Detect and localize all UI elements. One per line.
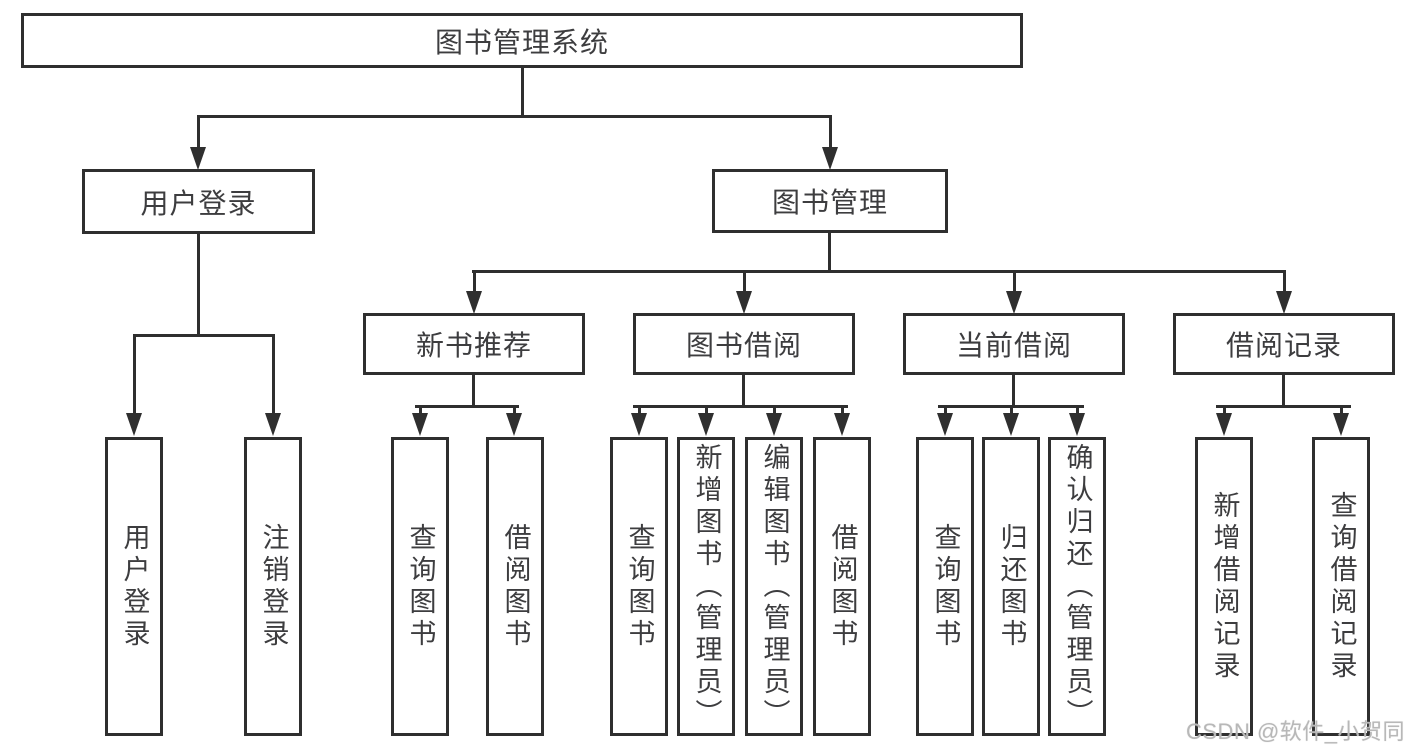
node-library-management-system: 图书管理系统 (21, 13, 1023, 68)
node-label: 借阅记录 (1225, 330, 1342, 361)
connector-borrow-stem (742, 375, 745, 408)
connector-arrow-shaft (272, 334, 275, 416)
arrow-down-icon (766, 413, 782, 436)
leaf-borrow-borrow-book: 借阅图书 (813, 437, 871, 736)
csdn-watermark: CSDN @软件_小贺同学 (1186, 719, 1405, 744)
connector-arrow-shaft (829, 115, 832, 151)
leaf-user-login: 用户登录 (105, 437, 163, 736)
connector-newbook-stem (472, 375, 475, 408)
node-label: 查询借阅记录 (1326, 490, 1357, 683)
connector-root-hline (197, 115, 832, 118)
connector-arrow-shaft (944, 405, 947, 417)
connector-arrow-shaft (513, 405, 516, 417)
leaf-current-query-book: 查询图书 (916, 437, 974, 736)
connector-arrow-shaft (1283, 270, 1286, 296)
leaf-borrow-query-book: 查询图书 (610, 437, 668, 736)
node-label: 图书管理系统 (434, 26, 609, 58)
arrow-down-icon (1216, 413, 1232, 436)
node-label: 查询图书 (624, 522, 655, 651)
arrow-down-icon (506, 413, 522, 436)
node-label: 新增借阅记录 (1209, 490, 1240, 683)
node-label: 借阅图书 (827, 522, 858, 651)
leaf-record-query-borrow-record: 查询借阅记录 (1312, 437, 1370, 736)
arrow-down-icon (631, 413, 647, 436)
node-label: 用户登录 (140, 187, 257, 219)
arrow-down-icon (1333, 413, 1349, 436)
connector-record-hline (1216, 405, 1351, 408)
arrow-down-icon (834, 413, 850, 436)
arrow-down-icon (1276, 291, 1292, 314)
connector-arrow-shaft (1340, 405, 1343, 417)
connector-mgmt-stem (828, 233, 831, 273)
connector-arrow-shaft (1013, 270, 1016, 296)
node-label: 注销登录 (258, 522, 289, 651)
arrow-down-icon (126, 413, 142, 436)
connector-newbook-hline (415, 405, 519, 408)
connector-borrow-hline (633, 405, 848, 408)
node-borrow-record: 借阅记录 (1173, 313, 1395, 375)
node-label: 借阅图书 (500, 522, 531, 651)
arrow-down-icon (822, 147, 838, 170)
connector-arrow-shaft (705, 405, 708, 417)
leaf-borrow-add-book-admin: 新增图书（管理员） (677, 437, 735, 736)
node-label: 归还图书 (996, 522, 1027, 651)
connector-arrow-shaft (1010, 405, 1013, 417)
leaf-logout: 注销登录 (244, 437, 302, 736)
leaf-newbook-borrow-book: 借阅图书 (486, 437, 544, 736)
arrow-down-icon (466, 291, 482, 314)
node-new-book-recommend: 新书推荐 (363, 313, 585, 375)
node-book-management: 图书管理 (712, 169, 948, 233)
arrow-down-icon (190, 147, 206, 170)
connector-arrow-shaft (419, 405, 422, 417)
node-label: 图书管理 (771, 187, 888, 218)
node-label: 新书推荐 (415, 330, 532, 361)
node-label: 新增图书（管理员） (691, 442, 722, 731)
node-label: 用户登录 (119, 522, 150, 651)
connector-arrow-shaft (1223, 405, 1226, 417)
connector-arrow-shaft (773, 405, 776, 417)
connector-arrow-shaft (1076, 405, 1079, 417)
node-user-login: 用户登录 (82, 169, 315, 234)
connector-arrow-shaft (841, 405, 844, 417)
leaf-record-add-borrow-record: 新增借阅记录 (1195, 437, 1253, 736)
arrow-down-icon (412, 413, 428, 436)
arrow-down-icon (265, 413, 281, 436)
node-label: 当前借阅 (955, 330, 1072, 361)
arrow-down-icon (1069, 413, 1085, 436)
arrow-down-icon (937, 413, 953, 436)
connector-record-stem (1282, 375, 1285, 408)
connector-current-stem (1012, 375, 1015, 408)
node-label: 确认归还（管理员） (1062, 442, 1093, 731)
connector-arrow-shaft (197, 115, 200, 151)
connector-root-stem (521, 68, 524, 118)
connector-login-hline (133, 334, 275, 337)
arrow-down-icon (736, 291, 752, 314)
connector-arrow-shaft (638, 405, 641, 417)
node-label: 编辑图书（管理员） (759, 442, 790, 731)
arrow-down-icon (1003, 413, 1019, 436)
arrow-down-icon (1006, 291, 1022, 314)
connector-arrow-shaft (133, 334, 136, 416)
leaf-current-confirm-return-admin: 确认归还（管理员） (1048, 437, 1106, 736)
node-label: 查询图书 (930, 522, 961, 651)
leaf-current-return-book: 归还图书 (982, 437, 1040, 736)
node-label: 图书借阅 (685, 330, 802, 361)
connector-mgmt-hline (472, 270, 1285, 273)
node-current-borrow: 当前借阅 (903, 313, 1125, 375)
connector-arrow-shaft (743, 270, 746, 296)
node-label: 查询图书 (405, 522, 436, 651)
node-book-borrow: 图书借阅 (633, 313, 855, 375)
connector-arrow-shaft (473, 270, 476, 296)
connector-login-stem (197, 234, 200, 337)
leaf-borrow-edit-book-admin: 编辑图书（管理员） (745, 437, 803, 736)
leaf-newbook-query-book: 查询图书 (391, 437, 449, 736)
arrow-down-icon (698, 413, 714, 436)
